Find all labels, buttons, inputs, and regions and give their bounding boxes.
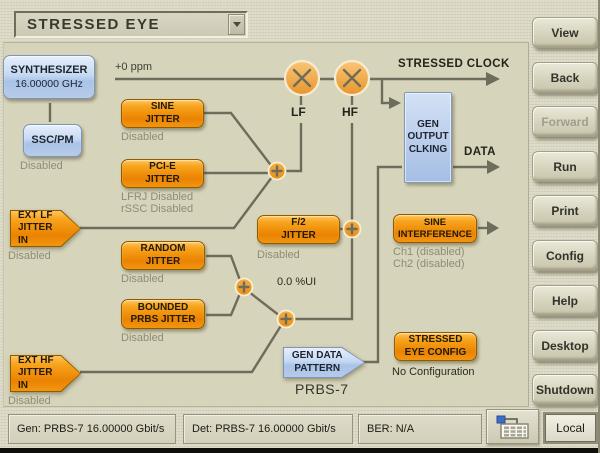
sidebar-button-forward[interactable]: Forward	[532, 106, 598, 137]
synthesizer-value: 16.00000 GHz	[15, 77, 83, 90]
ext-lf-jitter-status: Disabled	[8, 250, 51, 262]
ssc-pm-status: Disabled	[20, 160, 63, 172]
bottom-edge	[0, 448, 600, 453]
sidebar-button-help[interactable]: Help	[532, 285, 598, 316]
ext-hf-jitter-in-button[interactable]: EXT HF JITTER IN	[10, 355, 81, 392]
f2-jitter-status: Disabled	[257, 249, 300, 261]
synthesizer-button[interactable]: SYNTHESIZER 16.00000 GHz	[3, 55, 95, 99]
sidebar-button-config[interactable]: Config	[532, 240, 598, 271]
mode-selector-value: STRESSED EYE	[27, 16, 161, 33]
generator-status-field: Gen: PRBS-7 16.00000 Gbit/s	[8, 414, 176, 444]
stressed-eye-config-status: No Configuration	[392, 366, 475, 378]
synthesizer-label: SYNTHESIZER	[10, 64, 88, 77]
ext-lf-jitter-in-button[interactable]: EXT LF JITTER IN	[10, 210, 81, 247]
local-button[interactable]: Local	[543, 412, 598, 444]
right-edge	[598, 0, 600, 453]
ber-status-field: BER: N/A	[358, 414, 482, 444]
data-label: DATA	[464, 146, 496, 158]
sidebar-button-shutdown[interactable]: Shutdown	[532, 374, 598, 405]
lf-label: LF	[291, 105, 306, 119]
ppm-label: +0 ppm	[115, 61, 152, 73]
bounded-prbs-jitter-status: Disabled	[121, 332, 164, 344]
sidebar-button-print[interactable]: Print	[532, 195, 598, 226]
sine-jitter-button[interactable]: SINE JITTER	[121, 99, 204, 128]
sidebar-button-run[interactable]: Run	[532, 151, 598, 182]
pcie-jitter-status-2: rSSC Disabled	[121, 203, 194, 215]
sine-interference-button[interactable]: SINE INTERFERENCE	[393, 214, 477, 243]
pcie-jitter-status-1: LFRJ Disabled	[121, 191, 194, 203]
gen-data-pattern-button[interactable]: GEN DATA PATTERN	[283, 347, 365, 378]
sine-interference-ch2-status: Ch2 (disabled)	[393, 258, 465, 270]
random-jitter-button[interactable]: RANDOM JITTER	[121, 241, 205, 270]
stressed-clock-label: STRESSED CLOCK	[398, 58, 510, 70]
hf-label: HF	[342, 105, 358, 119]
f2-jitter-button[interactable]: F/2 JITTER	[257, 215, 340, 244]
sidebar-button-back[interactable]: Back	[532, 62, 598, 93]
dropdown-button[interactable]	[228, 14, 245, 35]
sidebar-button-view[interactable]: View	[532, 17, 598, 48]
detector-status-field: Det: PRBS-7 16.00000 Gbit/s	[183, 414, 353, 444]
gen-output-clking-block[interactable]: GEN OUTPUT CLKING	[404, 92, 452, 183]
mode-selector[interactable]: STRESSED EYE	[14, 11, 248, 38]
ext-hf-jitter-status: Disabled	[8, 395, 51, 407]
keyboard-button[interactable]	[486, 409, 539, 444]
stressed-eye-config-button[interactable]: STRESSED EYE CONFIG	[394, 332, 477, 361]
bounded-prbs-jitter-button[interactable]: BOUNDED PRBS JITTER	[121, 299, 205, 329]
gen-data-pattern-value: PRBS-7	[295, 381, 349, 397]
pcie-jitter-button[interactable]: PCI-E JITTER	[121, 159, 204, 188]
keyboard-icon	[496, 415, 529, 439]
chevron-down-icon	[232, 22, 241, 27]
jitter-amount-label: 0.0 %UI	[277, 276, 317, 288]
ssc-pm-button[interactable]: SSC/PM	[23, 124, 82, 157]
sine-interference-ch1-status: Ch1 (disabled)	[393, 246, 465, 258]
sine-jitter-status: Disabled	[121, 131, 164, 143]
random-jitter-status: Disabled	[121, 273, 164, 285]
local-button-label: Local	[545, 414, 596, 442]
sidebar-button-desktop[interactable]: Desktop	[532, 330, 598, 361]
